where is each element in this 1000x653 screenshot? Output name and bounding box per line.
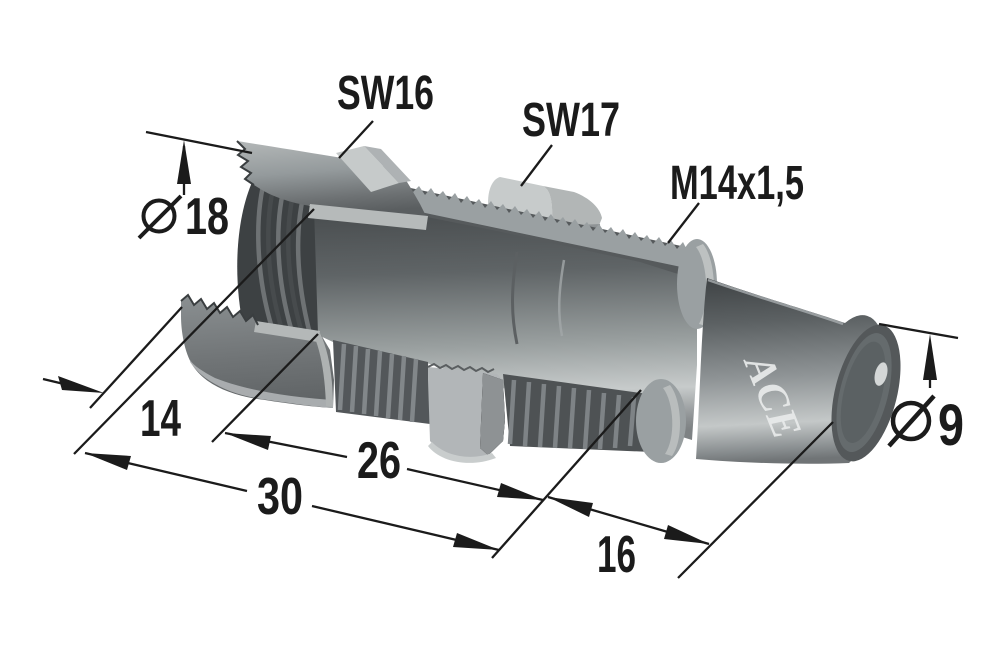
extension-line-sleeve-top	[145, 130, 253, 155]
sw16-leader-line	[338, 120, 374, 159]
sleeve-nut-lower	[180, 293, 334, 408]
callout-sw17: SW17	[520, 94, 620, 187]
dim26-arrowhead-right	[497, 483, 543, 500]
dimension-thread-length: 26	[224, 431, 544, 502]
shock-absorber-assembly: ACE	[180, 140, 901, 464]
dim26-arrowhead-left	[225, 433, 271, 450]
dimension-label-26: 26	[357, 432, 401, 490]
sleeve-lower-serration-edge	[180, 293, 259, 326]
thread-end-cap-bottom	[636, 379, 686, 463]
thread-bottom-right-crests	[507, 379, 637, 450]
callout-label-sw16: SW16	[337, 67, 434, 120]
extension-line-rod-top	[878, 322, 959, 340]
thread-end-cap-bottom-highlight	[663, 385, 681, 456]
sw17-leader-line	[520, 144, 553, 187]
inner-body-surface	[311, 206, 697, 440]
dim16-arrowhead-right	[664, 525, 709, 544]
annotations: 18 9 14 26 30	[42, 67, 964, 584]
thread-top-crests	[392, 181, 686, 268]
hex-lower-cut-teeth	[427, 362, 495, 374]
hex-sw16-side-facet	[364, 146, 411, 183]
hex-cut-parting-arc-left	[511, 251, 519, 345]
extension-line-sleeve-right-face	[211, 333, 319, 443]
sleeve-nut-upper	[236, 140, 428, 352]
callout-label-thread: M14x1,5	[670, 157, 804, 210]
dim16-arrowhead-left	[548, 497, 593, 517]
diameter-symbol-18	[141, 198, 177, 234]
dimension-sleeve-length: 14	[42, 376, 181, 448]
hex-nut-sw17-lower-piece	[427, 362, 505, 463]
end-face-center	[840, 341, 886, 443]
hex-lower-bottom-highlight	[428, 442, 496, 463]
callout-label-sw17: SW17	[522, 94, 620, 147]
inner-body-cylinder	[311, 206, 697, 440]
od9-arrowhead	[923, 334, 937, 380]
dimension-label-od18: 18	[185, 188, 229, 246]
thread-bottom-left-crests	[337, 343, 419, 423]
thread-top-band	[392, 181, 686, 276]
diameter-symbol-9-slash	[887, 394, 936, 448]
dimension-label-14: 14	[140, 390, 181, 448]
dim30-arrowhead-right	[453, 533, 499, 550]
thread-leader-line	[667, 202, 700, 244]
sleeve-lower-bottom-highlight	[190, 360, 333, 408]
dim30-arrowhead-left	[85, 453, 131, 470]
dimension-rod-length: 16	[547, 495, 710, 584]
sleeve-lower-cut-crescent	[314, 333, 333, 407]
piston-tip-highlight	[874, 362, 888, 386]
sleeve-lower-cut-face	[254, 321, 320, 342]
hex-sw16-bright-facet	[336, 146, 399, 192]
dim14-arrowhead	[58, 376, 104, 393]
dimension-label-30: 30	[257, 468, 303, 526]
cylinder-body: ACE	[696, 278, 901, 464]
dimension-rod-od: 9	[887, 334, 964, 458]
callout-thread: M14x1,5	[667, 157, 804, 244]
sleeve-serration-edge	[236, 140, 255, 186]
od18-arrowhead	[177, 140, 191, 184]
extension-line-sleeve-left-face	[89, 306, 183, 409]
thread-bottom-left-band	[333, 340, 430, 424]
end-face	[831, 324, 901, 462]
sleeve-upper-shell	[237, 141, 426, 219]
dimension-overall-length: 30	[84, 451, 500, 552]
hex-sw17-right-facet	[543, 186, 602, 228]
extension-line-thread-end	[491, 389, 642, 559]
cylinder-top-highlight	[707, 278, 844, 326]
extension-line-body-end	[677, 421, 834, 579]
diameter-symbol-9	[890, 400, 932, 442]
extension-line-sleeve-inner	[73, 208, 315, 455]
dimension-label-16: 16	[597, 526, 636, 584]
hex-cut-parting-arc-right	[557, 259, 566, 337]
diameter-symbol-18-slash	[137, 194, 183, 240]
dimension-sleeve-od: 18	[137, 140, 229, 246]
hex-lower-right-shade	[480, 373, 505, 455]
callout-sw16: SW16	[337, 67, 434, 159]
sleeve-cut-face-upper	[308, 204, 428, 230]
dimension-label-od9: 9	[938, 393, 964, 458]
thread-bottom-right-band	[503, 374, 652, 452]
